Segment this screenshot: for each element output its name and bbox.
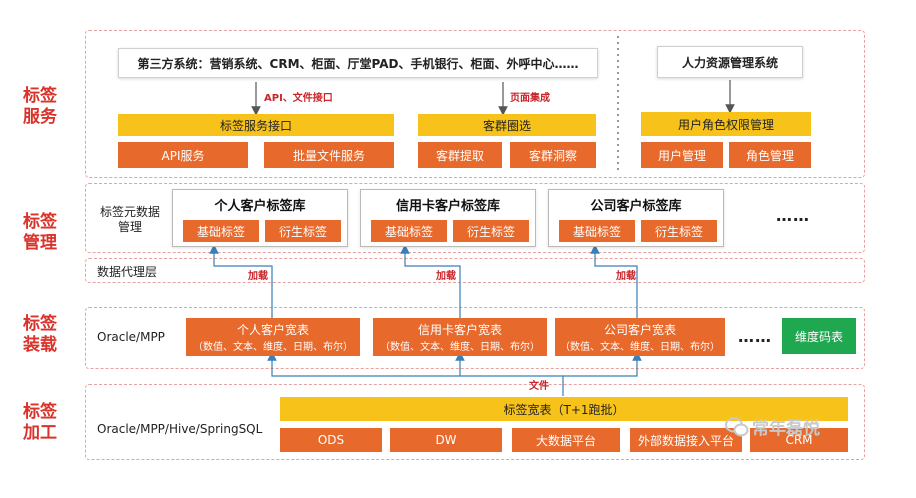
dimension-code-table: 维度码表 xyxy=(782,318,856,354)
api-link-label: API、文件接口 xyxy=(264,93,333,104)
derived-tag-box: 衍生标签 xyxy=(453,220,529,242)
hr-system: 人力资源管理系统 xyxy=(657,46,803,78)
crowd-insight-box: 客群洞察 xyxy=(510,142,596,168)
batch-file-service-box: 批量文件服务 xyxy=(264,142,394,168)
side-label-load: 标签装载 xyxy=(23,314,57,355)
role-management-box: 角色管理 xyxy=(729,142,811,168)
library-title: 公司客户标签库 xyxy=(590,199,682,214)
side-label-manage: 标签管理 xyxy=(23,212,57,253)
wide-table-title: 公司客户宽表 xyxy=(603,323,676,337)
watermark-text: 常年磊悦 xyxy=(752,419,820,439)
data-proxy-layer-label: 数据代理层 xyxy=(97,265,158,279)
tag-wide-table-bar: 标签宽表（T+1跑批） xyxy=(280,397,848,421)
proxy-layer xyxy=(85,258,865,283)
watermark: 常年磊悦 xyxy=(725,414,820,439)
load-layer xyxy=(85,307,865,369)
third-party-systems: 第三方系统：营销系统、CRM、柜面、厅堂PAD、手机银行、柜面、外呼中心…… xyxy=(118,48,598,78)
manage-layer xyxy=(85,183,865,253)
source-external-data-platform: 外部数据接入平台 xyxy=(630,428,742,452)
load-label-corporate: 加载 xyxy=(616,271,636,282)
page-link-label: 页面集成 xyxy=(510,93,550,104)
file-label: 文件 xyxy=(529,381,549,392)
api-service-box: API服务 xyxy=(118,142,248,168)
corporate-customer-wide-table: 公司客户宽表 （数值、文本、维度、日期、布尔） xyxy=(555,318,725,356)
basic-tag-box: 基础标签 xyxy=(371,220,447,242)
library-title: 个人客户标签库 xyxy=(214,199,306,214)
personal-customer-wide-table: 个人客户宽表 （数值、文本、维度、日期、布尔） xyxy=(186,318,360,356)
basic-tag-box: 基础标签 xyxy=(183,220,259,242)
load-label-personal: 加载 xyxy=(248,271,268,282)
wide-table-detail: （数值、文本、维度、日期、布尔） xyxy=(193,342,353,353)
wide-table-title: 个人客户宽表 xyxy=(236,323,309,337)
side-label-process: 标签加工 xyxy=(23,402,57,443)
process-db-label: Oracle/MPP/Hive/SpringSQL xyxy=(97,422,263,436)
wechat-icon xyxy=(725,417,749,436)
credit-card-customer-wide-table: 信用卡客户宽表 （数值、文本、维度、日期、布尔） xyxy=(373,318,547,356)
side-label-service: 标签服务 xyxy=(23,86,57,127)
source-dw: DW xyxy=(390,428,502,452)
library-title: 信用卡客户标签库 xyxy=(395,199,500,214)
basic-tag-box: 基础标签 xyxy=(559,220,635,242)
user-management-box: 用户管理 xyxy=(641,142,723,168)
credit-card-customer-tag-library: 信用卡客户标签库 基础标签 衍生标签 xyxy=(360,189,536,247)
crowd-selection-bar: 客群圈选 xyxy=(418,114,596,136)
service-interface-bar: 标签服务接口 xyxy=(118,114,394,136)
crowd-extract-box: 客群提取 xyxy=(418,142,502,168)
wide-table-detail: （数值、文本、维度、日期、布尔） xyxy=(380,342,540,353)
corporate-customer-tag-library: 公司客户标签库 基础标签 衍生标签 xyxy=(548,189,724,247)
service-layer xyxy=(85,30,865,178)
process-layer xyxy=(85,384,865,460)
derived-tag-box: 衍生标签 xyxy=(641,220,717,242)
source-ods: ODS xyxy=(280,428,382,452)
load-label-credit: 加载 xyxy=(436,271,456,282)
more-tables-ellipsis: …… xyxy=(738,327,772,346)
source-crm: CRM xyxy=(750,428,848,452)
more-libraries-ellipsis: …… xyxy=(776,206,810,225)
wide-table-title: 信用卡客户宽表 xyxy=(417,323,502,337)
tag-metadata-management-label: 标签元数据管理 xyxy=(99,205,160,234)
source-big-data-platform: 大数据平台 xyxy=(512,428,620,452)
user-role-permission-bar: 用户角色权限管理 xyxy=(641,112,811,136)
derived-tag-box: 衍生标签 xyxy=(265,220,341,242)
personal-customer-tag-library: 个人客户标签库 基础标签 衍生标签 xyxy=(172,189,348,247)
wide-table-detail: （数值、文本、维度、日期、布尔） xyxy=(560,342,720,353)
load-db-label: Oracle/MPP xyxy=(97,330,165,344)
